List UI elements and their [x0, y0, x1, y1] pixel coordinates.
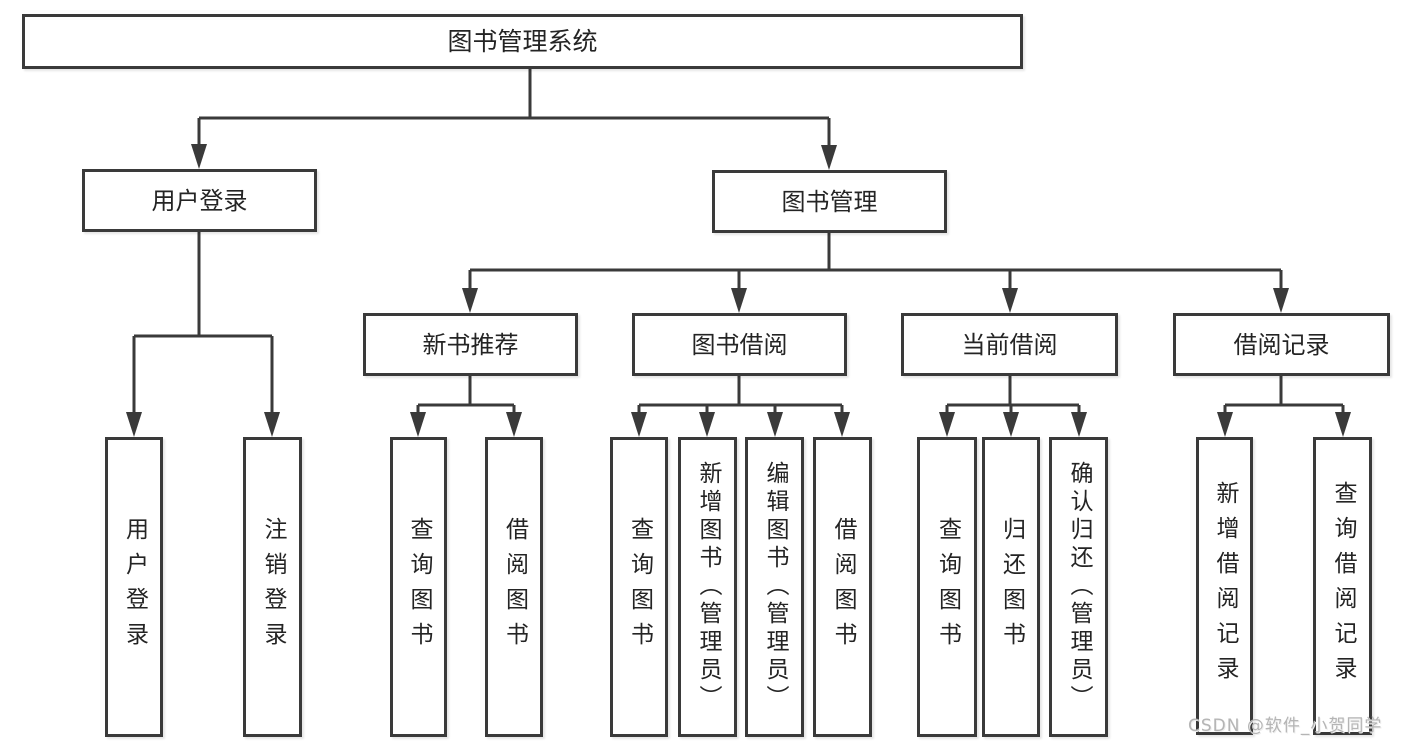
node-add-books-admin: 新增图书（管理员）: [678, 437, 737, 737]
arrowhead-icon: [191, 144, 207, 169]
arrowhead-icon: [264, 412, 280, 437]
arrowhead-icon: [834, 412, 850, 437]
arrowhead-icon: [1003, 412, 1019, 437]
node-current-borrowing: 当前借阅: [901, 313, 1118, 376]
arrowhead-icon: [1335, 412, 1351, 437]
node-library-management-system: 图书管理系统: [22, 14, 1023, 69]
node-logout: 注销登录: [243, 437, 302, 737]
arrowhead-icon: [126, 412, 142, 437]
node-borrow-books-recommend: 借阅图书: [485, 437, 543, 737]
arrowhead-icon: [1273, 288, 1289, 313]
node-edit-books-admin: 编辑图书（管理员）: [745, 437, 804, 737]
node-add-borrow-record: 新增借阅记录: [1196, 437, 1253, 735]
arrowhead-icon: [410, 412, 426, 437]
arrowhead-icon: [1071, 412, 1087, 437]
node-query-books-current: 查询图书: [917, 437, 977, 737]
arrowhead-icon: [462, 288, 478, 313]
arrowhead-icon: [767, 412, 783, 437]
arrowhead-icon: [506, 412, 522, 437]
node-user-login: 用户登录: [82, 169, 317, 232]
arrowhead-icon: [699, 412, 715, 437]
node-confirm-return-admin: 确认归还（管理员）: [1049, 437, 1108, 737]
node-book-borrowing: 图书借阅: [632, 313, 847, 376]
arrowhead-icon: [1002, 288, 1018, 313]
node-query-books-borrowing: 查询图书: [610, 437, 668, 737]
arrowhead-icon: [1217, 412, 1233, 437]
node-user-login-leaf: 用户登录: [105, 437, 163, 737]
node-borrow-books: 借阅图书: [813, 437, 872, 737]
arrowhead-icon: [939, 412, 955, 437]
node-return-books: 归还图书: [982, 437, 1040, 737]
watermark: CSDN @软件_小贺同学: [1188, 716, 1383, 736]
node-book-management: 图书管理: [712, 170, 947, 233]
arrowhead-icon: [631, 412, 647, 437]
arrowhead-icon: [821, 145, 837, 170]
arrowhead-icon: [731, 288, 747, 313]
node-query-books-recommend: 查询图书: [390, 437, 447, 737]
node-borrowing-records: 借阅记录: [1173, 313, 1390, 376]
node-query-borrow-record: 查询借阅记录: [1313, 437, 1372, 735]
node-new-book-recommend: 新书推荐: [363, 313, 578, 376]
